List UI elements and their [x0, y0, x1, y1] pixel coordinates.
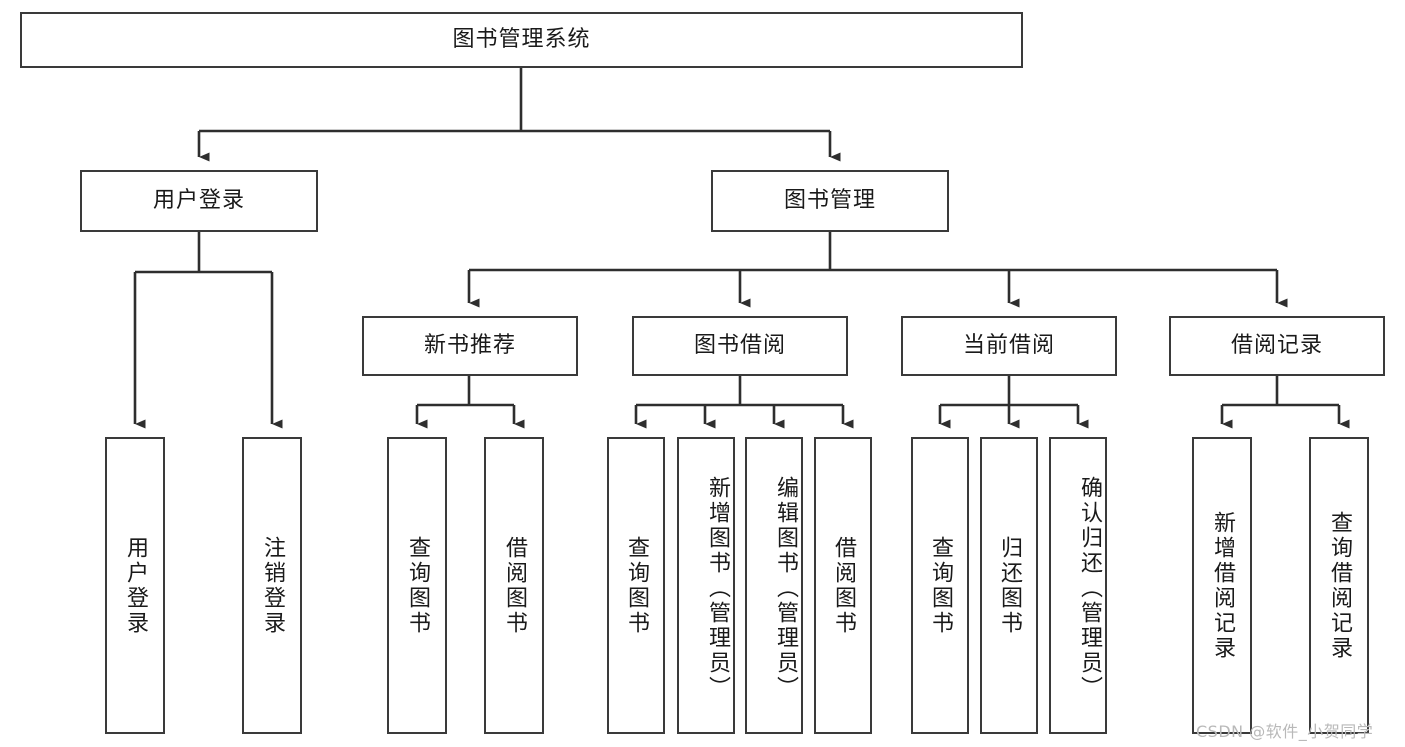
node-leaf-query-book-1[interactable]: 查询图书 — [387, 437, 447, 734]
node-leaf-query-book-3[interactable]: 查询图书 — [911, 437, 969, 734]
node-user-login[interactable]: 用户登录 — [80, 170, 318, 232]
node-leaf-add-book[interactable]: 新增图书（管理员） — [677, 437, 735, 734]
node-borrow-record-label: 借阅记录 — [1230, 332, 1323, 358]
node-user-login-label: 用户登录 — [152, 187, 245, 213]
node-leaf-confirm-return[interactable]: 确认归还（管理员） — [1049, 437, 1107, 734]
node-new-book-rec[interactable]: 新书推荐 — [362, 316, 578, 376]
node-root[interactable]: 图书管理系统 — [20, 12, 1023, 68]
node-book-manage[interactable]: 图书管理 — [711, 170, 949, 232]
node-leaf-add-record[interactable]: 新增借阅记录 — [1192, 437, 1252, 734]
node-leaf-query-record-label: 查询借阅记录 — [1327, 510, 1352, 661]
node-leaf-edit-book-label: 编辑图书（管理员） — [773, 476, 798, 701]
node-leaf-query-book-2[interactable]: 查询图书 — [607, 437, 665, 734]
node-leaf-query-book-2-label: 查询图书 — [624, 535, 649, 636]
node-leaf-return-book-label: 归还图书 — [997, 535, 1022, 636]
node-leaf-add-record-label: 新增借阅记录 — [1210, 510, 1235, 661]
node-book-manage-label: 图书管理 — [783, 187, 876, 213]
node-current-borrow[interactable]: 当前借阅 — [901, 316, 1117, 376]
node-leaf-return-book[interactable]: 归还图书 — [980, 437, 1038, 734]
node-leaf-borrow-book-2[interactable]: 借阅图书 — [814, 437, 872, 734]
node-root-label: 图书管理系统 — [452, 26, 591, 52]
node-leaf-add-book-label: 新增图书（管理员） — [705, 476, 730, 701]
node-leaf-query-record[interactable]: 查询借阅记录 — [1309, 437, 1369, 734]
node-book-borrow[interactable]: 图书借阅 — [632, 316, 848, 376]
node-book-borrow-label: 图书借阅 — [693, 332, 786, 358]
node-leaf-borrow-book-2-label: 借阅图书 — [831, 535, 856, 636]
node-leaf-query-book-1-label: 查询图书 — [405, 535, 430, 636]
node-leaf-query-book-3-label: 查询图书 — [928, 535, 953, 636]
node-leaf-user-login-label: 用户登录 — [123, 535, 148, 636]
node-leaf-logout-label: 注销登录 — [260, 535, 285, 636]
node-new-book-rec-label: 新书推荐 — [423, 332, 516, 358]
node-leaf-borrow-book-1-label: 借阅图书 — [502, 535, 527, 636]
node-leaf-user-login[interactable]: 用户登录 — [105, 437, 165, 734]
node-leaf-edit-book[interactable]: 编辑图书（管理员） — [745, 437, 803, 734]
node-leaf-confirm-return-label: 确认归还（管理员） — [1077, 476, 1102, 701]
node-leaf-borrow-book-1[interactable]: 借阅图书 — [484, 437, 544, 734]
csdn-watermark: CSDN @软件_小贺同学 — [1196, 722, 1374, 741]
node-current-borrow-label: 当前借阅 — [962, 332, 1055, 358]
node-leaf-logout[interactable]: 注销登录 — [242, 437, 302, 734]
node-borrow-record[interactable]: 借阅记录 — [1169, 316, 1385, 376]
